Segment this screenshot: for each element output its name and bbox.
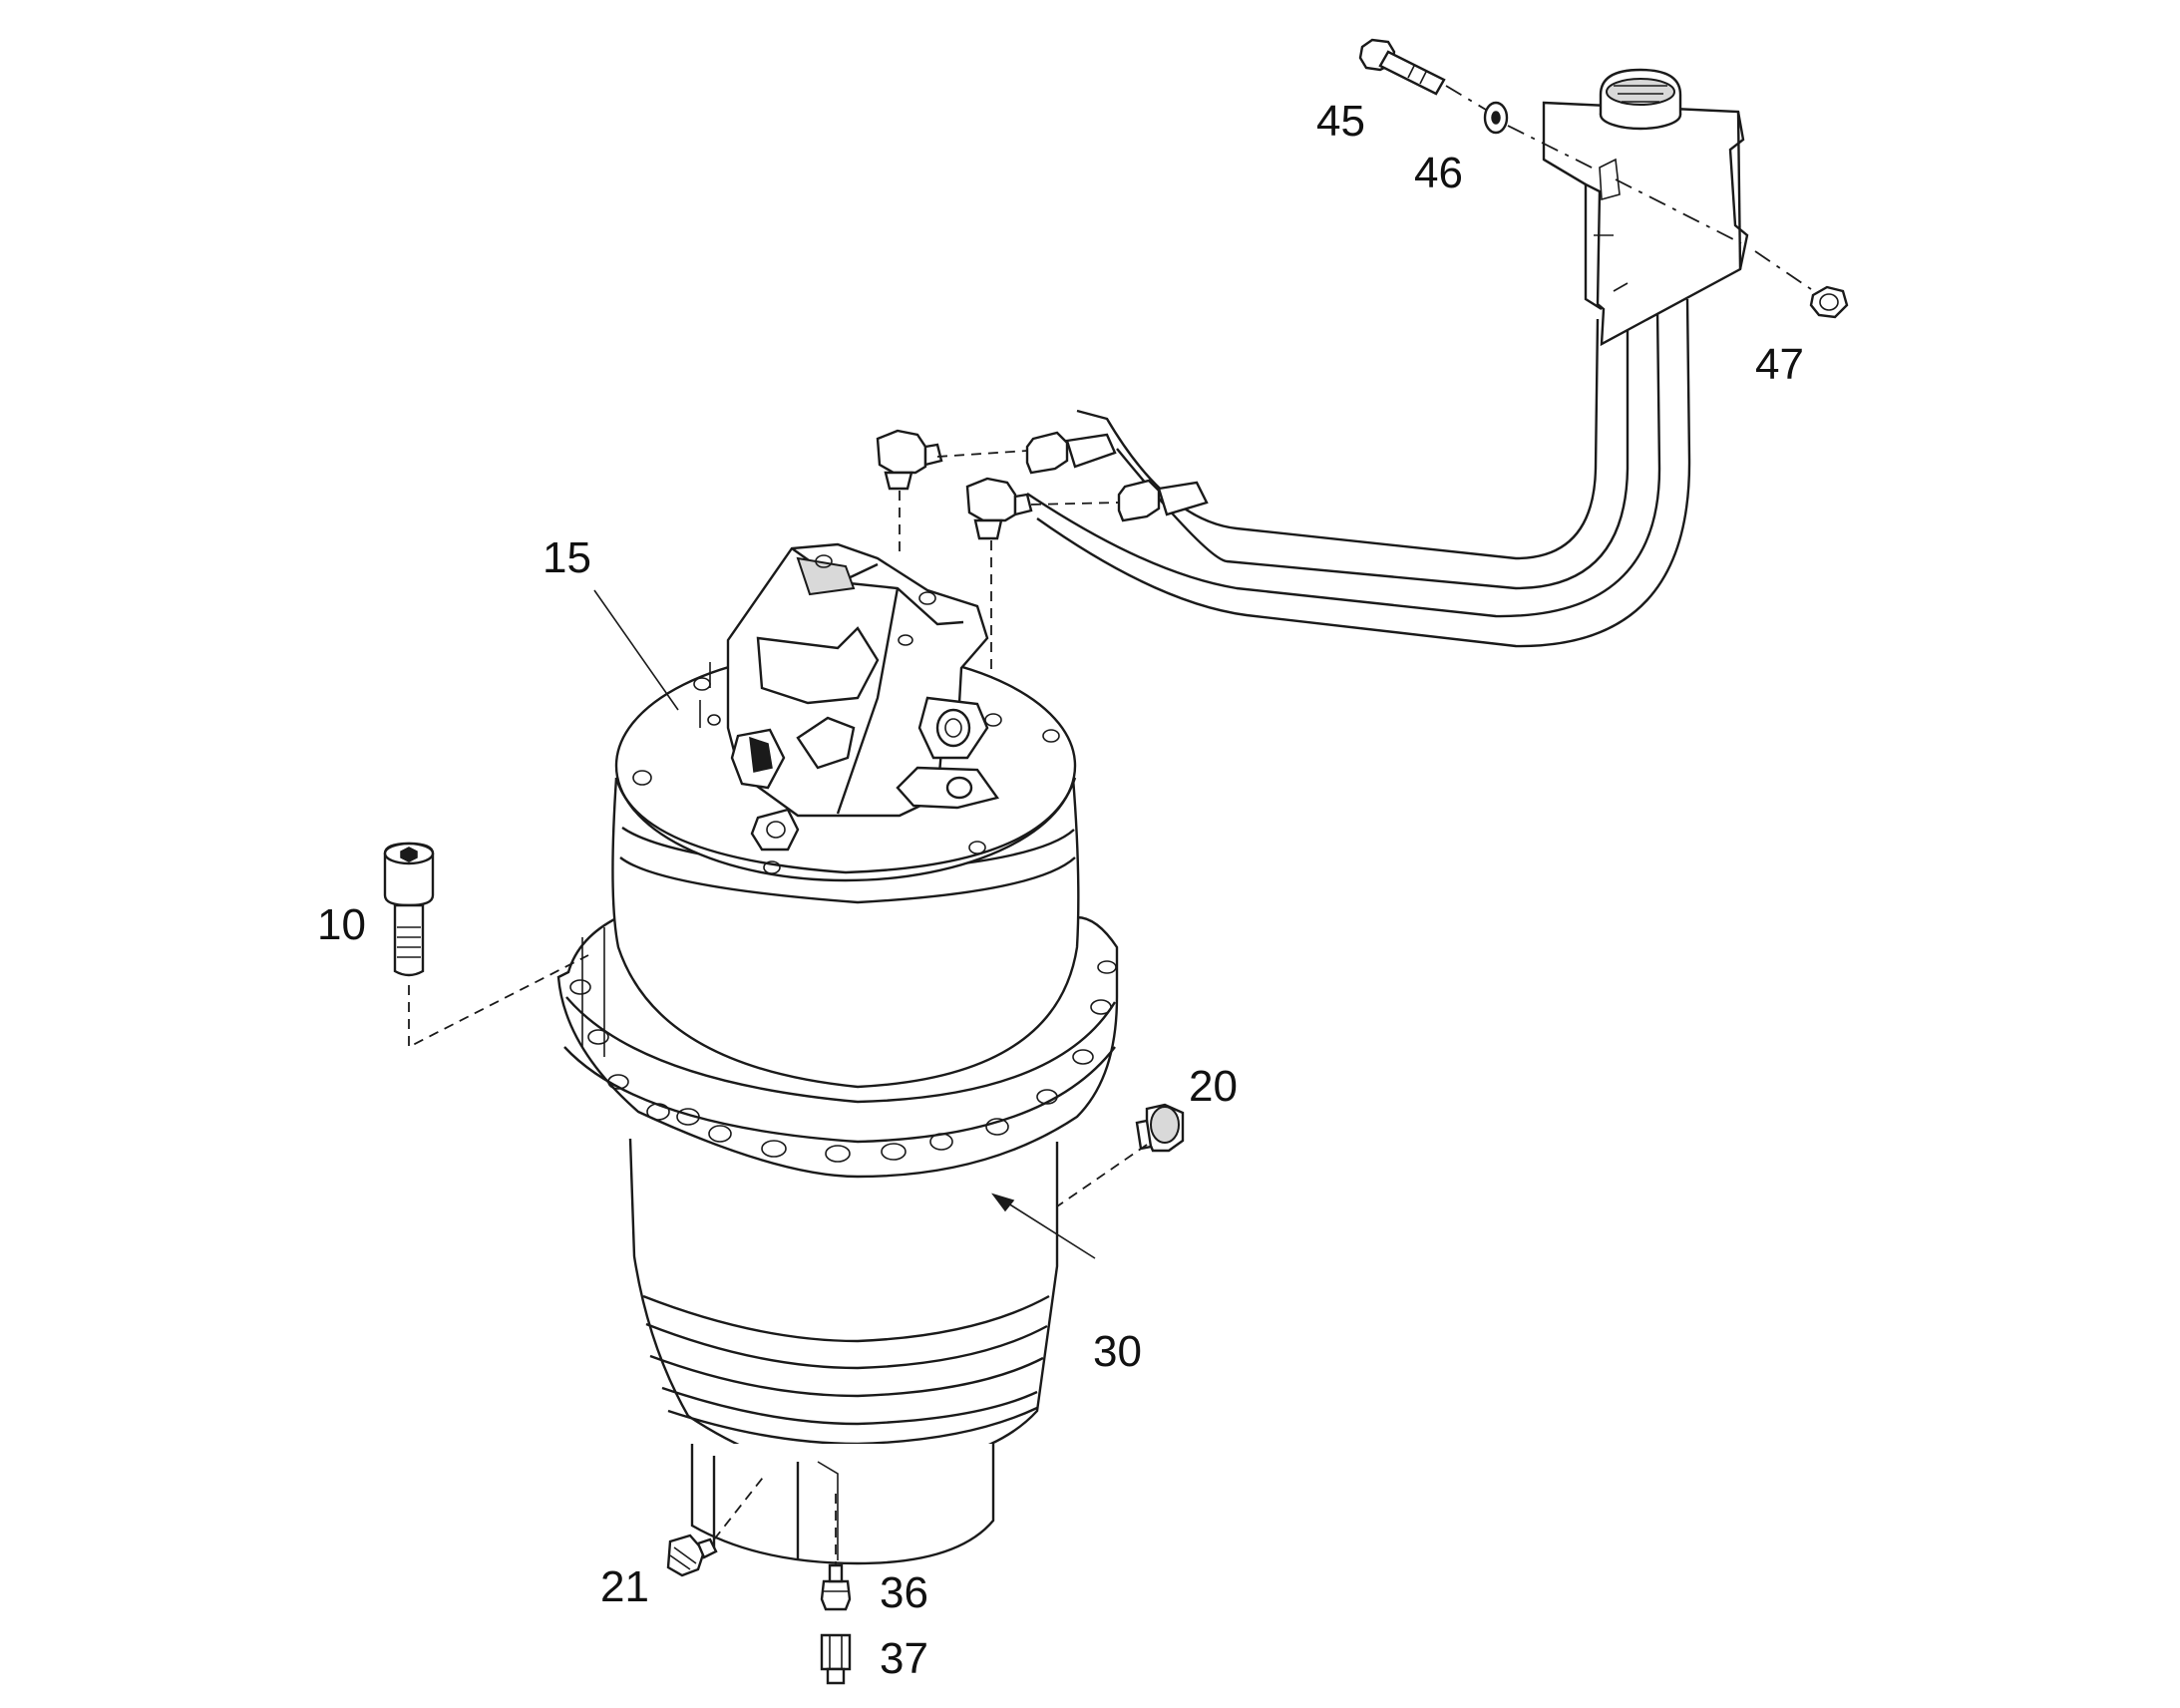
hex-nut-icon — [1809, 285, 1849, 319]
travel-motor-icon — [556, 542, 1119, 1565]
callout-37: 37 — [880, 1634, 928, 1683]
callout-20: 20 — [1189, 1062, 1238, 1111]
plug-icon — [820, 1633, 852, 1685]
callout-46: 46 — [1414, 149, 1463, 197]
hose-fitting-icon — [1025, 431, 1209, 522]
plug-icon — [666, 1534, 718, 1577]
plug-icon — [1135, 1103, 1185, 1153]
callout-10: 10 — [317, 900, 366, 949]
plug-icon — [820, 1563, 852, 1611]
callout-45: 45 — [1316, 97, 1365, 146]
reservoir-tank-icon — [1026, 68, 1749, 648]
hex-bolt-icon — [1358, 38, 1446, 96]
elbow-fitting-icon — [876, 429, 943, 491]
callout-21: 21 — [600, 1562, 649, 1611]
callout-30: 30 — [1093, 1327, 1142, 1376]
callout-15: 15 — [543, 533, 591, 582]
washer-icon — [1483, 101, 1509, 135]
callout-36: 36 — [880, 1568, 928, 1617]
elbow-fitting-icon — [965, 477, 1033, 540]
callout-47: 47 — [1755, 340, 1804, 389]
hex-socket-bolt-icon — [383, 842, 435, 977]
